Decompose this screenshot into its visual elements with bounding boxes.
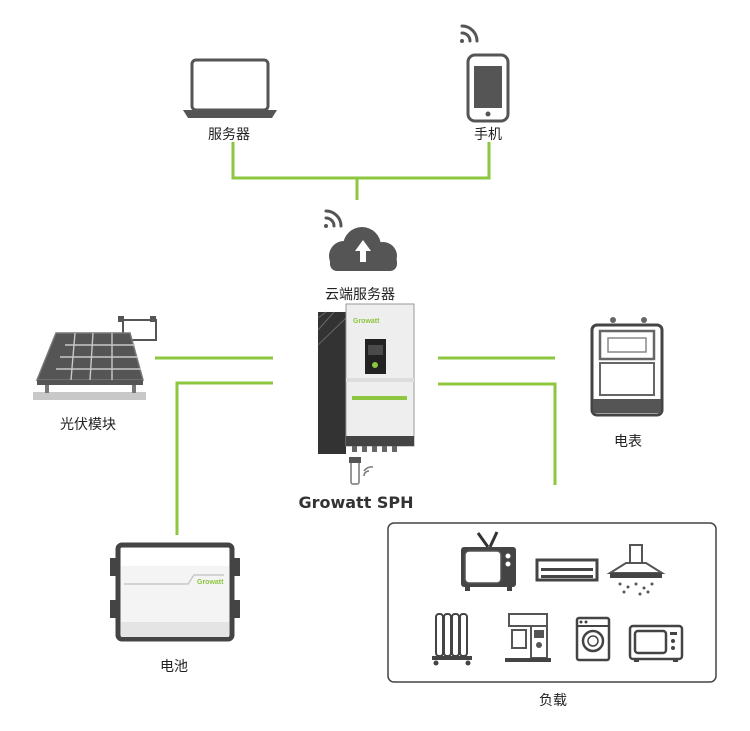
inverter-brand: Growatt [353,318,380,325]
server-label: 服务器 [208,127,250,143]
solar-panel-icon [33,316,157,400]
connection-lines [155,142,557,535]
meter-label: 电表 [614,434,642,450]
battery-icon: Growatt [110,542,240,642]
battery-link [175,381,273,535]
wifi-icon [460,24,479,43]
microwave-icon [628,624,684,662]
wifi-dongle-icon [349,457,374,485]
load-label: 负载 [539,693,567,709]
washing-machine-icon [575,616,611,662]
battery-label: 电池 [160,659,188,675]
load-link [438,382,557,485]
air-conditioner-icon [535,558,599,582]
inverter-icon: Growatt [317,303,415,454]
wifi-icon [324,209,343,228]
range-hood-icon [606,544,666,596]
phone-icon [466,53,510,123]
phone-label: 手机 [474,127,502,143]
electric-meter-icon [590,317,664,417]
inverter-title: Growatt SPH [298,493,414,512]
laptop-icon [183,58,277,118]
cloud-server-label: 云端服务器 [325,287,395,303]
server-phone-link [231,142,491,180]
oil-heater-icon [432,613,472,666]
cloud-upload-icon [329,227,397,271]
pv-module-label: 光伏模块 [60,417,116,433]
coffee-machine-icon [505,613,551,662]
battery-brand: Growatt [197,579,224,586]
tv-icon [461,531,516,591]
